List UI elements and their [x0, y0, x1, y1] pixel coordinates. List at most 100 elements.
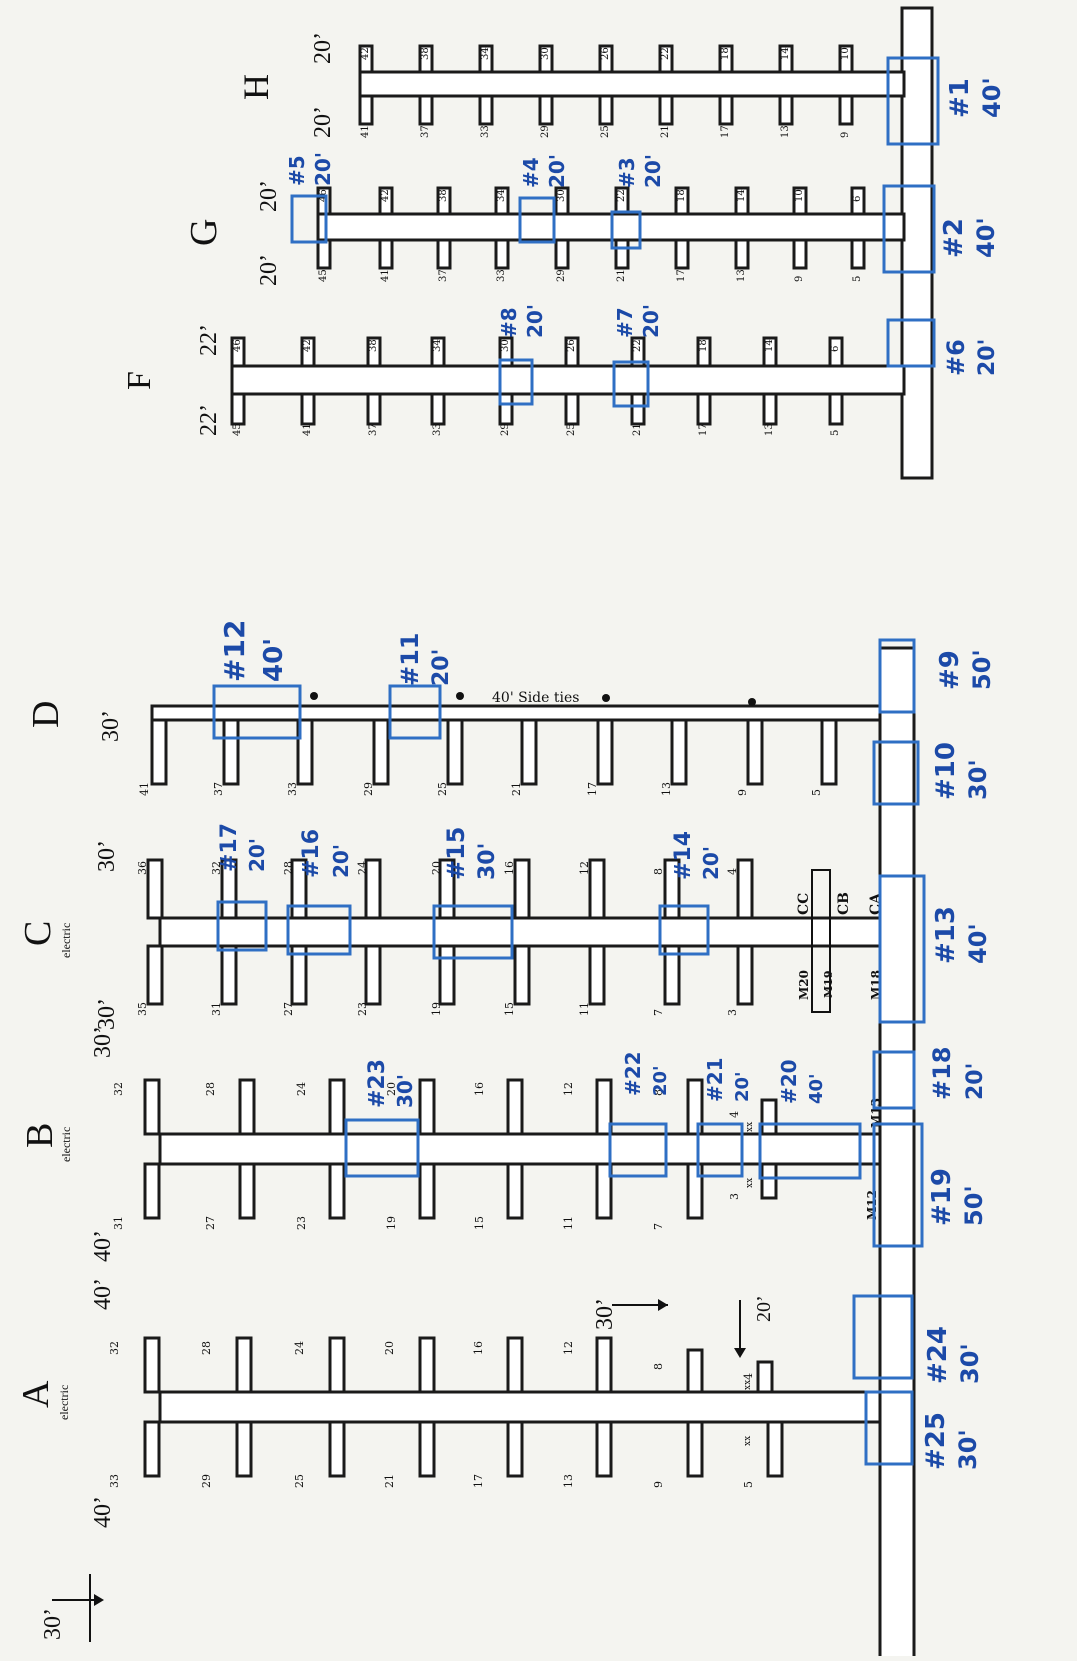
slip-15-size: 30' [475, 843, 500, 880]
slip-10-box [872, 740, 920, 806]
dock-d-label: D [25, 701, 67, 728]
dock-b-electric: electric [59, 1127, 73, 1162]
slip-11-size: 20' [429, 649, 454, 686]
slip-9-id: #9 [935, 650, 965, 690]
slip-number: 14 [764, 339, 775, 352]
slip-number: 30 [540, 47, 551, 60]
dock-f-fingers [230, 336, 844, 426]
slip-number: 29 [362, 782, 375, 796]
slip-number: 10 [840, 47, 851, 60]
slip-2-id: #2 [939, 218, 969, 258]
slip-number: 17 [698, 423, 709, 436]
slip-20-box [758, 1122, 862, 1180]
slip-number: 4 [728, 1111, 741, 1118]
dock-d-walkway [150, 704, 882, 722]
arrow-head-icon [734, 1348, 746, 1358]
slip-17-box [216, 900, 268, 952]
slip-23-box [344, 1118, 420, 1178]
slip-number: 12 [562, 1341, 575, 1355]
slip-number: 21 [616, 269, 627, 282]
slip-number: 27 [204, 1216, 217, 1230]
slip-number: 6 [852, 196, 863, 202]
box-label: CA [868, 892, 884, 915]
slip-21-id: #21 [703, 1057, 727, 1102]
slip-number: 18 [720, 47, 731, 60]
slip-number: 16 [473, 1082, 486, 1096]
slip-number: 13 [660, 782, 673, 796]
slip-number: 28 [282, 861, 295, 875]
slip-number: 41 [302, 423, 313, 436]
dock-g-right-width: 20’ [256, 180, 282, 212]
dock-f: 46 45 42 41 38 37 34 33 30 29 26 25 22 2… [121, 324, 906, 436]
slip-5-box [290, 194, 328, 244]
slip-6-size: 20' [975, 339, 1000, 376]
slip-2-size: 40' [972, 217, 1000, 258]
slip-number: 28 [204, 1082, 217, 1096]
slip-number: 13 [764, 423, 775, 436]
slip-number: 13 [780, 125, 791, 138]
slip-14-box [658, 904, 710, 956]
slip-3-size: 20' [641, 154, 665, 188]
slip-16-id: #16 [299, 829, 324, 878]
dock-h-fingers [358, 44, 854, 126]
slip-19-size: 50' [960, 1185, 988, 1226]
slip-number: 17 [472, 1474, 485, 1488]
slip-number: 29 [540, 125, 551, 138]
slip-number: 37 [438, 269, 449, 282]
slip-8-box [498, 358, 534, 406]
slip-number: 11 [578, 1002, 591, 1016]
dock-a-walkway [158, 1390, 882, 1424]
slip-number: 33 [286, 782, 299, 796]
dock-b-right-width: 30’ [90, 1026, 116, 1058]
slip-25-box [864, 1390, 914, 1466]
slip-number: 17 [720, 125, 731, 138]
slip-number: 34 [496, 189, 507, 202]
box-label: CC [796, 893, 812, 915]
slip-number: 38 [438, 189, 449, 202]
dock-d-fingers [150, 718, 838, 786]
slip-number: 41 [360, 125, 371, 138]
slip-number: 23 [295, 1216, 308, 1230]
slip-number: 12 [562, 1082, 575, 1096]
slip-9-box [878, 638, 916, 714]
slip-23-id: #23 [365, 1059, 390, 1108]
slip-13-id: #13 [931, 906, 961, 964]
slip-number: 8 [652, 1089, 665, 1096]
slip-number: 18 [698, 339, 709, 352]
slip-number: 21 [660, 125, 671, 138]
slip-17-size: 20' [245, 838, 269, 872]
slip-19-id: #19 [927, 1168, 957, 1226]
slip-number: 6 [830, 346, 841, 352]
slip-number: 3 [728, 1193, 741, 1200]
slip-number: 20 [383, 1341, 396, 1355]
slip-number: 37 [420, 125, 431, 138]
slip-9-size: 50' [968, 649, 996, 690]
slip-21-box [696, 1122, 744, 1178]
slip-number: 45 [232, 423, 243, 436]
slip-number: 28 [200, 1341, 213, 1355]
size-arrows: 30’ 20’ 30’ [40, 1295, 775, 1642]
slip-number: 13 [736, 269, 747, 282]
slip-number: 26 [600, 47, 611, 60]
slip-21-size: 20' [732, 1071, 753, 1102]
slip-number: 25 [436, 782, 449, 796]
slip-3-id: #3 [615, 157, 639, 188]
slip-number: 36 [136, 861, 149, 875]
slip-11-id: #11 [396, 632, 424, 686]
slip-20-id: #20 [777, 1059, 801, 1104]
slip-number: 31 [210, 1002, 223, 1016]
slip-number: 37 [212, 782, 225, 796]
slip-16-box [286, 904, 352, 956]
slip-number: 29 [200, 1474, 213, 1488]
slip-number: 14 [780, 47, 791, 60]
slip-23-size: 30' [393, 1074, 417, 1108]
slip-number: 5 [852, 276, 863, 282]
slip-2-box [882, 184, 936, 274]
xx-mark: xx [743, 1436, 753, 1446]
slip-number: 34 [432, 339, 443, 352]
slip-number: 24 [295, 1082, 308, 1096]
slip-number: 19 [430, 1002, 443, 1016]
slip-number: 30 [500, 339, 511, 352]
dock-c-electric: electric [59, 923, 73, 958]
slip-number: 19 [385, 1216, 398, 1230]
